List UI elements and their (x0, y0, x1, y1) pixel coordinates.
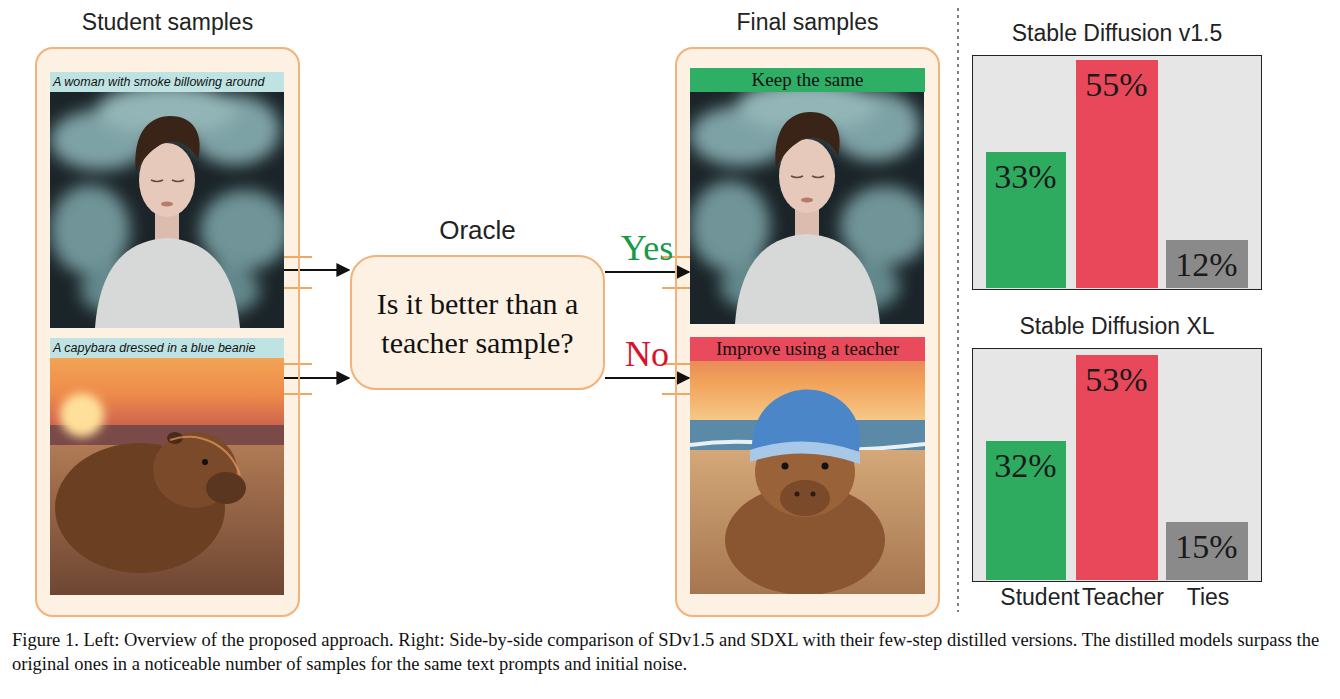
chart-title: Stable Diffusion v1.5 (953, 20, 1281, 47)
image-tile: A woman with smoke billowing around (50, 72, 284, 328)
bar-value: 53% (1076, 355, 1158, 398)
arrow-connector (284, 269, 349, 271)
panel-heading: Final samples (647, 9, 968, 36)
bar-chart-frame: Stable Diffusion XL32%53%15% (972, 348, 1262, 582)
bar-chart-frame: Stable Diffusion v1.533%55%12% (972, 55, 1262, 290)
axis-label: Teacher (1063, 584, 1183, 611)
edge-label: Yes (602, 228, 692, 268)
axis-label: Ties (1148, 584, 1268, 611)
bar-value: 33% (986, 152, 1066, 195)
bar-value: 15% (1166, 522, 1248, 565)
bar-value: 55% (1076, 60, 1158, 103)
bar: 12% (1166, 240, 1248, 289)
oracle-heading: Oracle (332, 215, 623, 246)
axis-label: Student (980, 584, 1100, 611)
woman-image (50, 72, 284, 328)
woman-image (690, 68, 930, 324)
figure-caption: Figure 1. Left: Overview of the proposed… (12, 628, 1328, 676)
image-tile: A capybara dressed in a blue beanie (50, 338, 284, 595)
oracle-question: Is it better than a teacher sample? (362, 284, 593, 362)
bar: 33% (986, 152, 1066, 289)
capybara-beanie-image (690, 337, 925, 594)
image-tile: Improve using a teacher (690, 337, 925, 594)
sample-panel: Final samplesKeep the sameImprove using … (675, 47, 940, 617)
bar: 15% (1166, 522, 1248, 581)
panel-fill (675, 47, 940, 617)
bar-value: 12% (1166, 240, 1248, 283)
panel-heading: Student samples (7, 9, 328, 36)
oracle-box: OracleIs it better than a teacher sample… (350, 255, 605, 390)
prompt-band: A capybara dressed in a blue beanie (50, 338, 284, 358)
arrow-connector (284, 377, 349, 379)
image-tile: Keep the same (690, 68, 925, 328)
bar: 55% (1076, 60, 1158, 289)
bar-value: 32% (986, 441, 1066, 484)
bar: 53% (1076, 355, 1158, 581)
sample-panel: Student samplesA woman with smoke billow… (35, 47, 300, 617)
divider-line (957, 8, 959, 612)
bar: 32% (986, 441, 1066, 581)
capybara-image (50, 338, 284, 595)
panel-fill (35, 47, 300, 617)
chart-title: Stable Diffusion XL (953, 313, 1281, 340)
status-band: Keep the same (690, 68, 925, 92)
status-band: Improve using a teacher (690, 337, 925, 361)
prompt-band: A woman with smoke billowing around (50, 72, 284, 92)
edge-label: No (602, 334, 692, 374)
